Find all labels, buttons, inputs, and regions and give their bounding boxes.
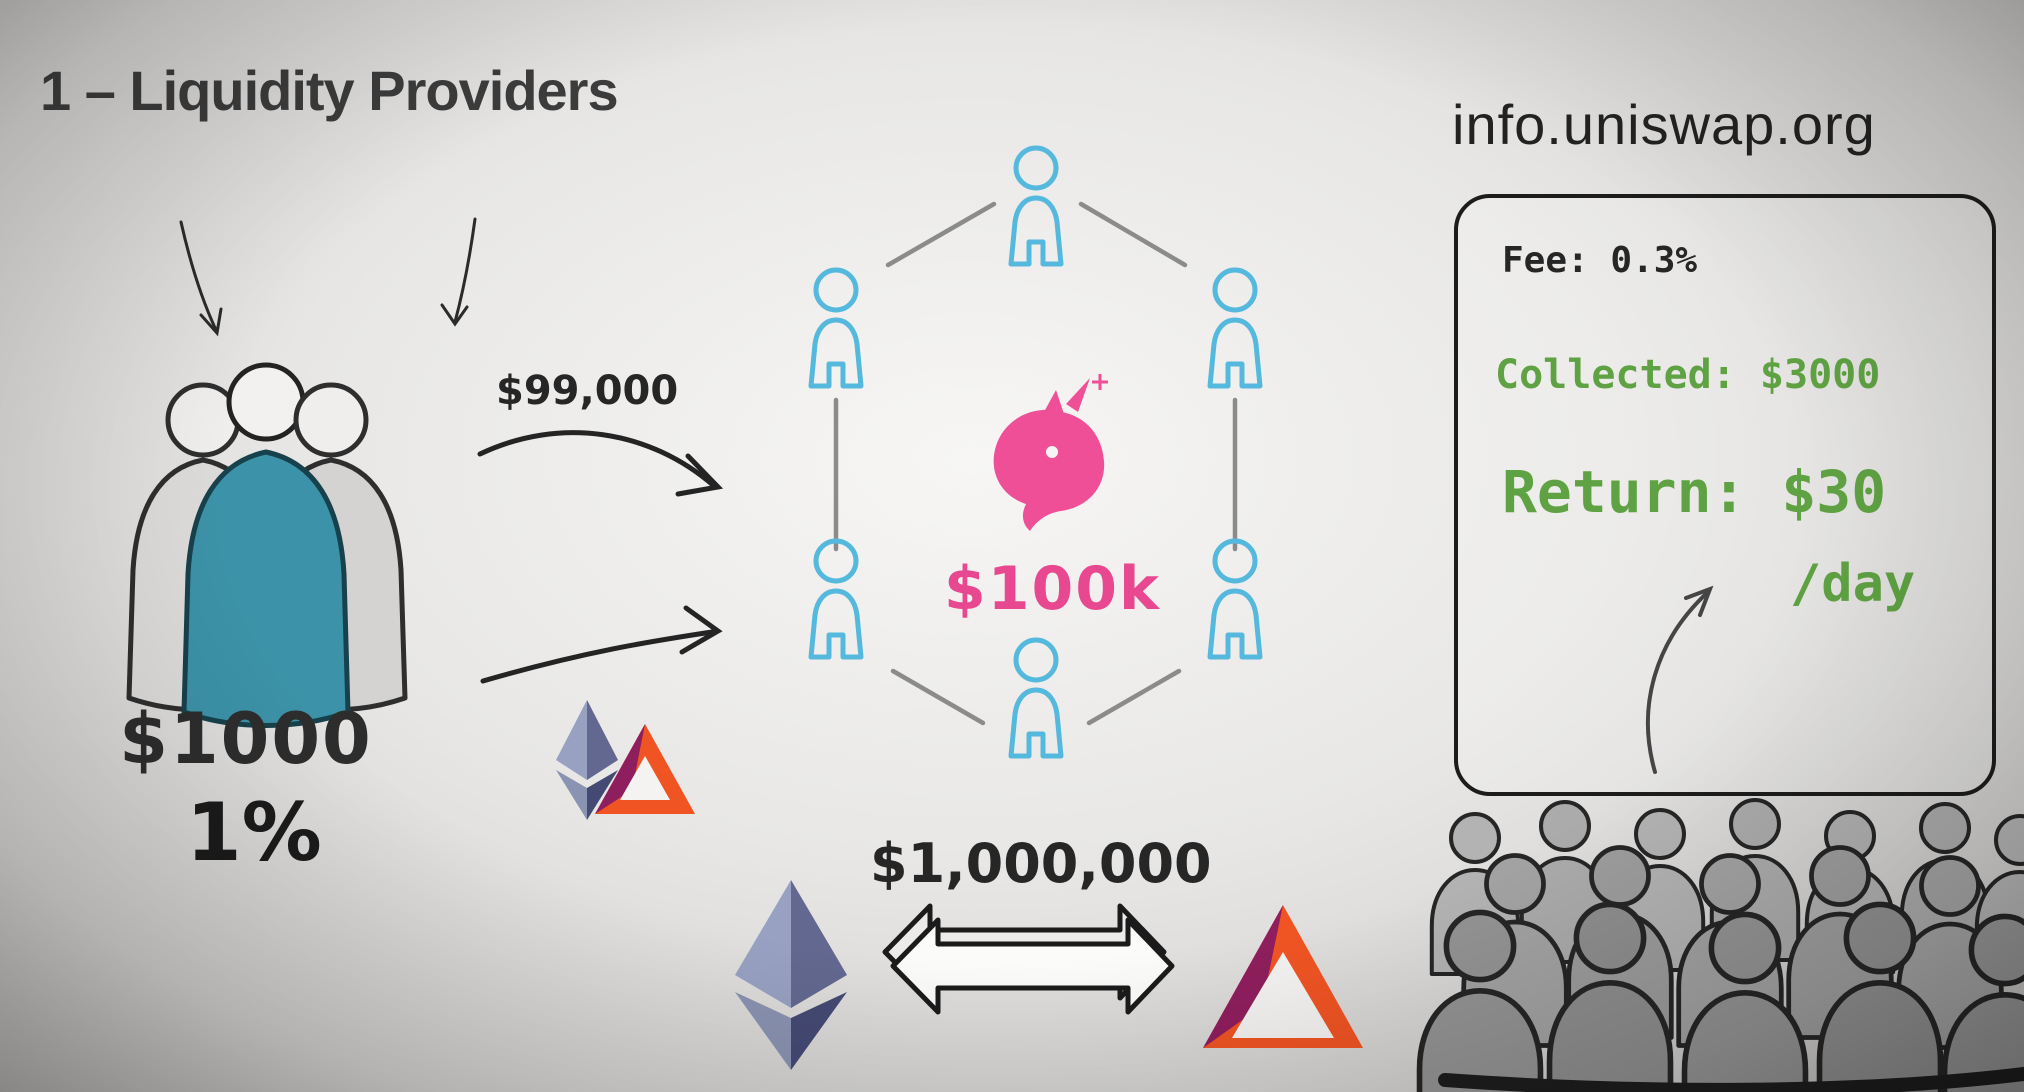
eth-diamond-icon-small <box>556 700 618 820</box>
page-title: 1 – Liquidity Providers <box>40 59 619 122</box>
eth-diamond-icon-large <box>735 880 847 1070</box>
three-people-icon <box>126 362 408 728</box>
trader-icon <box>811 541 861 657</box>
info-url-label: info.uniswap.org <box>1452 93 1876 156</box>
unicorn-icon <box>993 374 1108 531</box>
pool-liquidity-label: $100k <box>944 554 1161 624</box>
double-arrow-icon <box>882 903 1175 1015</box>
pointer-arrow-left <box>179 220 223 337</box>
crowd-icon <box>1420 800 2024 1092</box>
trader-icon <box>1011 640 1061 756</box>
deposit-flow-label: $99,000 <box>496 368 679 414</box>
swap-volume-label: $1,000,000 <box>870 832 1212 895</box>
bat-triangle-icon-small <box>595 724 695 814</box>
return-label: Return: $30 <box>1502 458 1887 526</box>
trader-icon <box>1011 148 1061 264</box>
return-unit-label: /day <box>1790 554 1916 614</box>
deposit-arrow-top <box>477 430 724 497</box>
info-panel <box>1454 194 1996 796</box>
network-edges <box>833 201 1238 726</box>
bat-triangle-icon-large <box>1203 905 1363 1048</box>
return-arrow <box>1645 585 1714 774</box>
trader-icon <box>1210 270 1260 386</box>
collected-label: Collected: $3000 <box>1495 352 1881 398</box>
provider-deposit-label: $1000 <box>119 698 373 780</box>
fee-label: Fee: 0.3% <box>1502 240 1698 281</box>
deposit-arrow-bottom <box>480 605 723 684</box>
trader-icon <box>811 270 861 386</box>
provider-share-label: 1% <box>186 786 322 879</box>
trader-icon <box>1210 541 1260 657</box>
pointer-arrow-right <box>440 217 477 327</box>
